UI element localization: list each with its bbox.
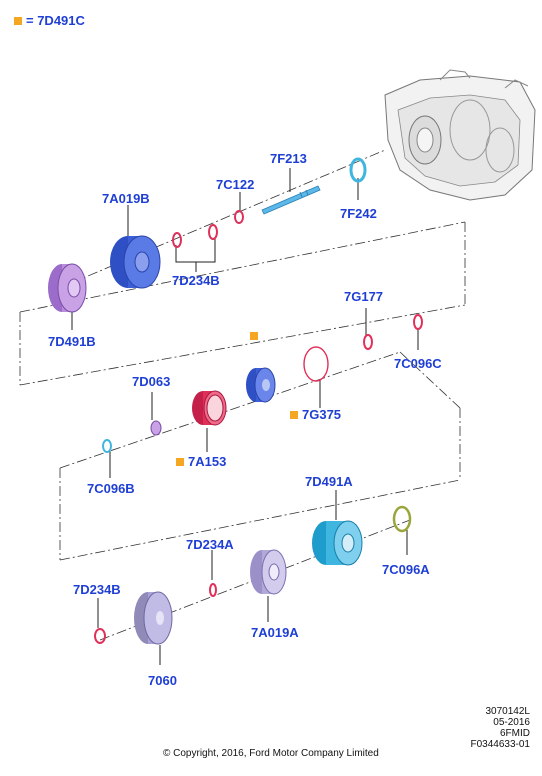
label-7060: 7060 — [148, 673, 177, 688]
label-7C096B: 7C096B — [87, 481, 135, 496]
label-7F213: 7F213 — [270, 151, 307, 166]
label-7G375: 7G375 — [302, 407, 342, 422]
legend-text: = 7D491C — [26, 13, 85, 28]
copyright: © Copyright, 2016, Ford Motor Company Li… — [163, 748, 379, 759]
piston-blue — [246, 367, 276, 403]
drum-7D491A — [312, 520, 363, 566]
ref-block: 3070142L 05-2016 6FMID F0344633-01 — [471, 706, 531, 750]
label-7F242: 7F242 — [340, 206, 377, 221]
ref-line-1: 3070142L — [485, 706, 531, 717]
label-7A019A: 7A019A — [251, 625, 299, 640]
ring-7F242 — [349, 157, 367, 183]
ref-line-3: 6FMID — [500, 728, 530, 739]
clip-7D234A — [209, 583, 217, 597]
label-7C122: 7C122 — [216, 177, 255, 192]
hub-7D491B — [48, 263, 87, 313]
legend-marker — [14, 17, 22, 25]
ref-line-4: F0344633-01 — [470, 739, 531, 750]
ring-7D234B-bottom — [94, 628, 106, 644]
ref-line-2: 05-2016 — [493, 717, 530, 728]
transmission-case — [384, 69, 536, 201]
label-7C096A: 7C096A — [382, 562, 430, 577]
label-7D234B-top: 7D234B — [172, 273, 220, 288]
drum-7A153 — [192, 390, 227, 426]
label-7D234B-bottom: 7D234B — [73, 582, 121, 597]
ring-7G375 — [303, 346, 329, 382]
snap-ring-7D234B-b — [208, 224, 218, 240]
label-7A019B: 7A019B — [102, 191, 150, 206]
label-7A153: 7A153 — [188, 454, 227, 469]
label-7D063: 7D063 — [132, 374, 171, 389]
marker-7G375 — [290, 411, 298, 419]
marker-7A153 — [176, 458, 184, 466]
label-7C096C: 7C096C — [394, 356, 442, 371]
ring-7D063 — [150, 420, 162, 436]
marker-piston — [250, 332, 258, 340]
label-7D491A: 7D491A — [305, 474, 353, 489]
ring-7C096A — [392, 505, 412, 533]
drum-7A019B — [110, 235, 161, 289]
shaft-7F213 — [261, 185, 321, 215]
hub-7A019A — [250, 549, 287, 595]
label-7D234A: 7D234A — [186, 537, 234, 552]
ring-7G177 — [363, 334, 373, 350]
snap-ring-7D234B-a — [172, 232, 182, 248]
label-7D491B: 7D491B — [48, 334, 96, 349]
clip-7C122 — [234, 210, 244, 224]
ring-7C096C — [413, 314, 423, 330]
ring-7C096B — [102, 439, 112, 453]
disc-7060 — [134, 591, 173, 645]
label-7G177: 7G177 — [344, 289, 384, 304]
